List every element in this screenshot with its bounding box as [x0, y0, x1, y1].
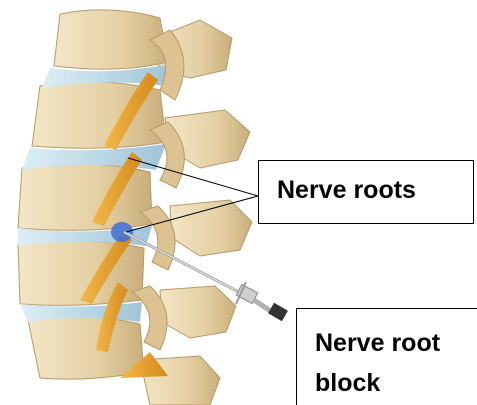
injection-site [111, 222, 133, 242]
nerve-root-block-line2: block [315, 363, 477, 403]
vertebral-bodies [18, 10, 168, 379]
nerve-roots-label: Nerve roots [258, 160, 474, 224]
nerve-root-block-line1: Nerve root [315, 323, 477, 363]
nerve-root-block-label: Nerve root block [296, 308, 477, 405]
nerve-roots-text: Nerve roots [277, 176, 416, 204]
